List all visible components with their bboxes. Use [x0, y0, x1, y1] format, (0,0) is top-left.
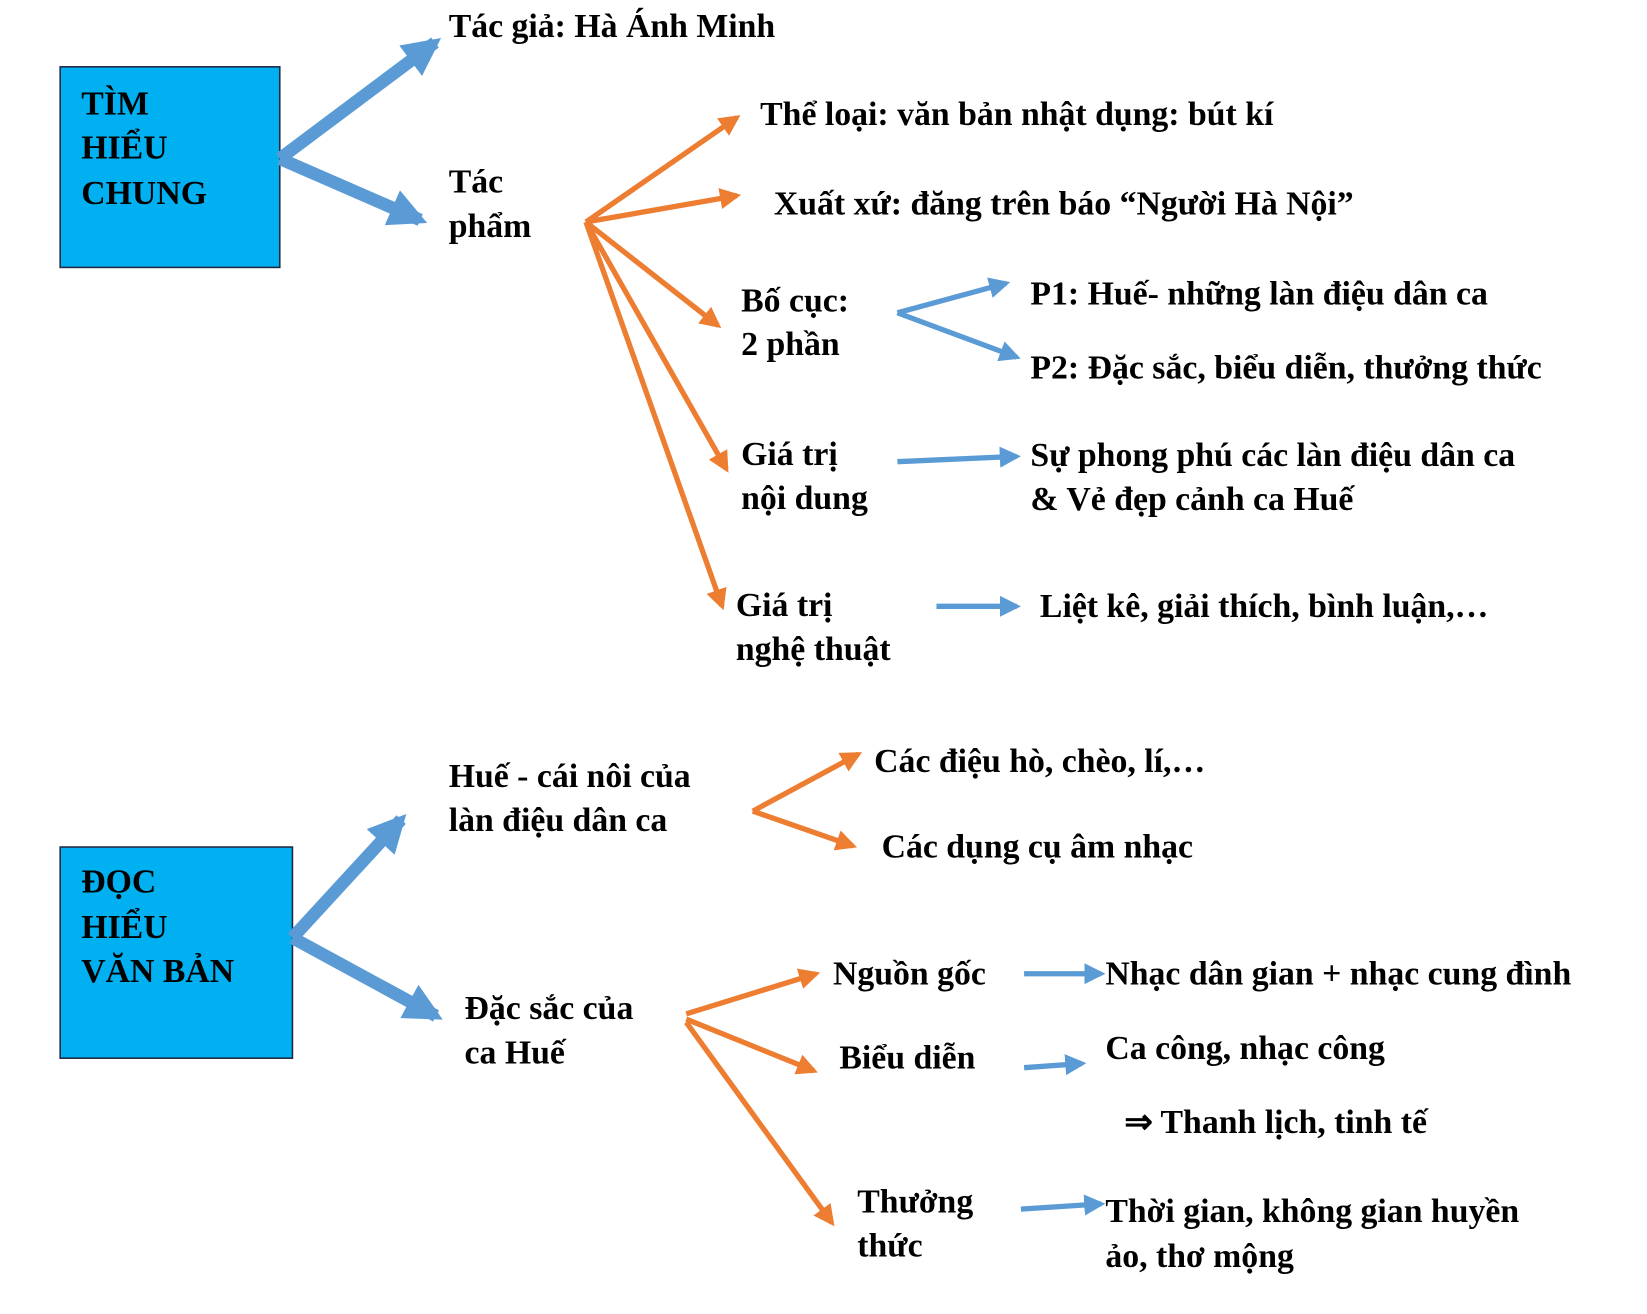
content-desc-line1: Sự phong phú các làn điệu dân ca	[1030, 437, 1515, 474]
arrow-cradle	[287, 813, 407, 943]
arrow-perform	[685, 1016, 818, 1075]
art-value-line2: nghệ thuật	[736, 631, 892, 668]
enjoy-desc-line1: Thời gian, không gian huyền	[1105, 1193, 1519, 1230]
perform-text: Biểu diễn	[839, 1040, 975, 1077]
layout-line2: 2 phần	[741, 326, 840, 363]
arrow-special	[289, 932, 443, 1022]
box-doc-hieu-van-ban	[59, 846, 294, 1059]
content-value-line1: Giá trị	[741, 436, 838, 473]
layout-line1: Bố cục:	[741, 283, 849, 320]
content-desc-line2: & Vẻ đẹp cảnh ca Huế	[1030, 481, 1355, 518]
content-value-line2: nội dung	[741, 480, 868, 517]
enjoy-line1: Thưởng	[857, 1183, 973, 1220]
arrow-enjoy	[684, 1020, 835, 1227]
arrow-p1	[896, 277, 1011, 316]
arrow-content	[583, 220, 729, 473]
special-line2: ca Huế	[465, 1034, 567, 1071]
songs-text: Các điệu hò, chèo, lí,…	[874, 743, 1205, 780]
work-line2: phẩm	[449, 208, 532, 245]
art-value-line1: Giá trị	[736, 587, 833, 624]
box1-line1: TÌM	[81, 85, 149, 122]
art-desc-text: Liệt kê, giải thích, bình luận,…	[1040, 588, 1488, 625]
conclusion-text: ⇒ Thanh lịch, tinh tế	[1124, 1104, 1429, 1141]
box2-line2: HIỂU	[81, 908, 167, 946]
source-text: Nguồn gốc	[833, 955, 986, 992]
arrow-songs	[751, 751, 863, 814]
p1-text: P1: Huế- những làn điệu dân ca	[1030, 275, 1488, 312]
box2-line1: ĐỌC	[81, 863, 156, 900]
enjoy-line2: thức	[857, 1228, 922, 1265]
special-line1: Đặc sắc của	[465, 990, 634, 1027]
work-line1: Tác	[449, 163, 503, 200]
author-text: Tác giả: Hà Ánh Minh	[449, 8, 776, 45]
arrow-genre	[584, 115, 741, 225]
p2-text: P2: Đặc sắc, biểu diễn, thưởng thức	[1030, 349, 1541, 386]
box1-line3: CHUNG	[81, 175, 207, 212]
arrow-content-desc	[897, 446, 1021, 468]
arrow-instruments	[751, 808, 858, 851]
genre-text: Thể loại: văn bản nhật dụng: bút kí	[760, 96, 1274, 133]
box1-line2: HIỂU	[81, 129, 167, 167]
enjoy-desc-line2: ảo, thơ mộng	[1105, 1238, 1294, 1275]
arrow-work	[277, 152, 428, 226]
arrow-enjoy-desc	[1020, 1194, 1106, 1216]
arrow-source	[685, 968, 821, 1017]
instruments-text: Các dụng cụ âm nhạc	[882, 829, 1193, 866]
source-desc-text: Nhạc dân gian + nhạc cung đình	[1105, 955, 1571, 992]
perform-desc-text: Ca công, nhạc công	[1105, 1030, 1385, 1067]
cradle-line2: làn điệu dân ca	[449, 802, 668, 839]
arrow-author	[275, 37, 442, 164]
arrow-art	[583, 221, 727, 611]
arrow-layout	[584, 219, 722, 329]
origin-text: Xuất xứ: đăng trên báo “Người Hà Nội”	[774, 186, 1354, 223]
arrow-origin	[585, 188, 742, 225]
box2-line3: VĂN BẢN	[81, 952, 234, 990]
cradle-line1: Huế - cái nôi của	[449, 758, 691, 795]
box-tim-hieu-chung	[59, 66, 281, 269]
arrow-p2	[896, 310, 1021, 362]
arrow-perform-desc	[1023, 1054, 1087, 1076]
